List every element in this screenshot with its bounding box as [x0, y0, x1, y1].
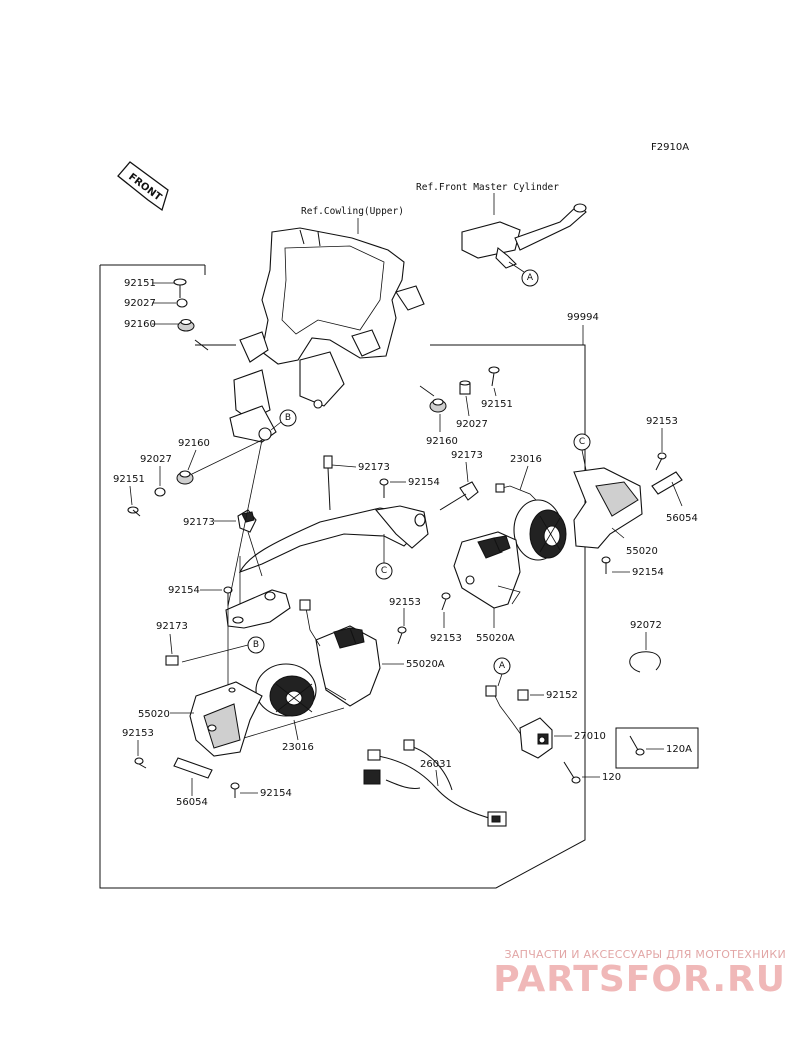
bolt-92154-d — [230, 782, 240, 798]
master-cylinder-part — [461, 203, 587, 273]
label-92173-d: 92173 — [156, 621, 188, 632]
label-92153-a: 92153 — [646, 416, 678, 427]
fitting-92173-left — [237, 509, 257, 533]
box-120A — [615, 727, 699, 769]
label-92160-b: 92160 — [178, 438, 210, 449]
bolt-92151-a — [173, 278, 187, 298]
washer-92027-a — [176, 298, 188, 308]
label-120: 120 — [602, 772, 621, 783]
label-120A: 120A — [666, 744, 692, 755]
label-56054-b: 56054 — [176, 797, 208, 808]
label-27010: 27010 — [574, 731, 606, 742]
bolt-92153-c — [397, 626, 407, 645]
label-92152: 92152 — [546, 690, 578, 701]
label-92027-b: 92027 — [140, 454, 172, 465]
cowling-bracket-part — [229, 227, 425, 443]
svg-text:B: B — [285, 413, 291, 423]
label-26031: 26031 — [420, 759, 452, 770]
bracket-55020-left — [189, 681, 263, 757]
callout-c-right: C — [573, 433, 591, 451]
callout-a-top: A — [521, 269, 539, 287]
bracket-55020-right — [573, 467, 643, 549]
cover-55020A-left — [315, 625, 381, 707]
bolt-92151-b — [127, 506, 141, 517]
label-92173-c: 92173 — [183, 517, 215, 528]
horn-23016-a — [495, 483, 567, 561]
label-55020A-a: 55020A — [476, 633, 515, 644]
screw-120A — [629, 735, 645, 756]
svg-text:C: C — [579, 437, 585, 447]
label-92027-a: 92027 — [124, 298, 156, 309]
fitting-92173-top — [323, 455, 333, 511]
watermark: ЗАПЧАСТИ И АКСЕССУАРЫ ДЛЯ МОТОТЕХНИКИ PA… — [486, 948, 786, 999]
label-92151-a: 92151 — [124, 278, 156, 289]
bolt-92153-a — [655, 452, 667, 471]
washer-92152 — [517, 689, 529, 701]
ref-cowling-upper: Ref.Cowling(Upper) — [301, 206, 404, 217]
watermark-logo: PARTSFOR.RU — [493, 959, 786, 1000]
svg-text:A: A — [527, 273, 534, 283]
switch-27010 — [485, 685, 553, 759]
bolt-92153-d — [134, 757, 147, 769]
callout-c-mid: C — [375, 562, 393, 580]
bracket-left-lower — [225, 589, 291, 629]
harness-26031 — [363, 739, 507, 827]
bolt-92154-a — [379, 478, 389, 498]
svg-text:A: A — [499, 661, 506, 671]
label-92173-a: 92173 — [358, 462, 390, 473]
label-92154-a: 92154 — [408, 477, 440, 488]
svg-text:B: B — [253, 640, 259, 650]
cover-55020A-right — [453, 531, 521, 609]
label-92153-c: 92153 — [389, 597, 421, 608]
label-92153-d: 92153 — [122, 728, 154, 739]
label-55020-a: 55020 — [626, 546, 658, 557]
label-92173-b: 92173 — [451, 450, 483, 461]
label-92154-d: 92154 — [260, 788, 292, 799]
label-92153-b: 92153 — [430, 633, 462, 644]
left-box-outline — [99, 265, 586, 889]
label-92160-a: 92160 — [124, 319, 156, 330]
svg-text:C: C — [381, 566, 387, 576]
horn-23016-b — [255, 599, 321, 717]
callout-b-lower: B — [247, 636, 265, 654]
horn-stay-bar — [238, 505, 429, 573]
fitting-92173-right — [439, 481, 479, 511]
label-92160-c: 92160 — [426, 436, 458, 447]
nut-92027-c — [459, 380, 471, 395]
callout-b-top: B — [279, 409, 297, 427]
washer-92027-b — [154, 487, 166, 497]
label-99994: 99994 — [567, 312, 599, 323]
fitting-92173-lower — [165, 655, 179, 666]
front-arrow-icon: FRONT — [117, 161, 169, 212]
pad-56054-b — [173, 757, 213, 779]
label-92151-b: 92151 — [113, 474, 145, 485]
bolt-92154-c — [223, 586, 233, 606]
clamp-92072 — [629, 651, 661, 673]
bolt-92151-c — [488, 366, 500, 387]
label-92151-c: 92151 — [481, 399, 513, 410]
bolt-92153-b — [441, 592, 451, 611]
watermark-tagline: ЗАПЧАСТИ И АКСЕССУАРЫ ДЛЯ МОТОТЕХНИКИ — [504, 948, 786, 961]
label-23016-b: 23016 — [282, 742, 314, 753]
label-92154-c: 92154 — [168, 585, 200, 596]
label-56054-a: 56054 — [666, 513, 698, 524]
label-55020-b: 55020 — [138, 709, 170, 720]
grommet-92160-a — [177, 318, 195, 332]
bolt-92154-b — [601, 556, 611, 574]
label-92027-c: 92027 — [456, 419, 488, 430]
ref-front-master-cylinder: Ref.Front Master Cylinder — [416, 182, 559, 193]
label-23016-a: 23016 — [510, 454, 542, 465]
grommet-92160-b — [176, 470, 194, 485]
callout-a-lower: A — [493, 657, 511, 675]
label-92072: 92072 — [630, 620, 662, 631]
figure-code: F2910A — [651, 142, 689, 153]
label-92154-b: 92154 — [632, 567, 664, 578]
pad-56054-a — [651, 471, 683, 495]
screw-120 — [563, 761, 581, 784]
grommet-92160-c — [429, 398, 447, 413]
label-55020A-b: 55020A — [406, 659, 445, 670]
